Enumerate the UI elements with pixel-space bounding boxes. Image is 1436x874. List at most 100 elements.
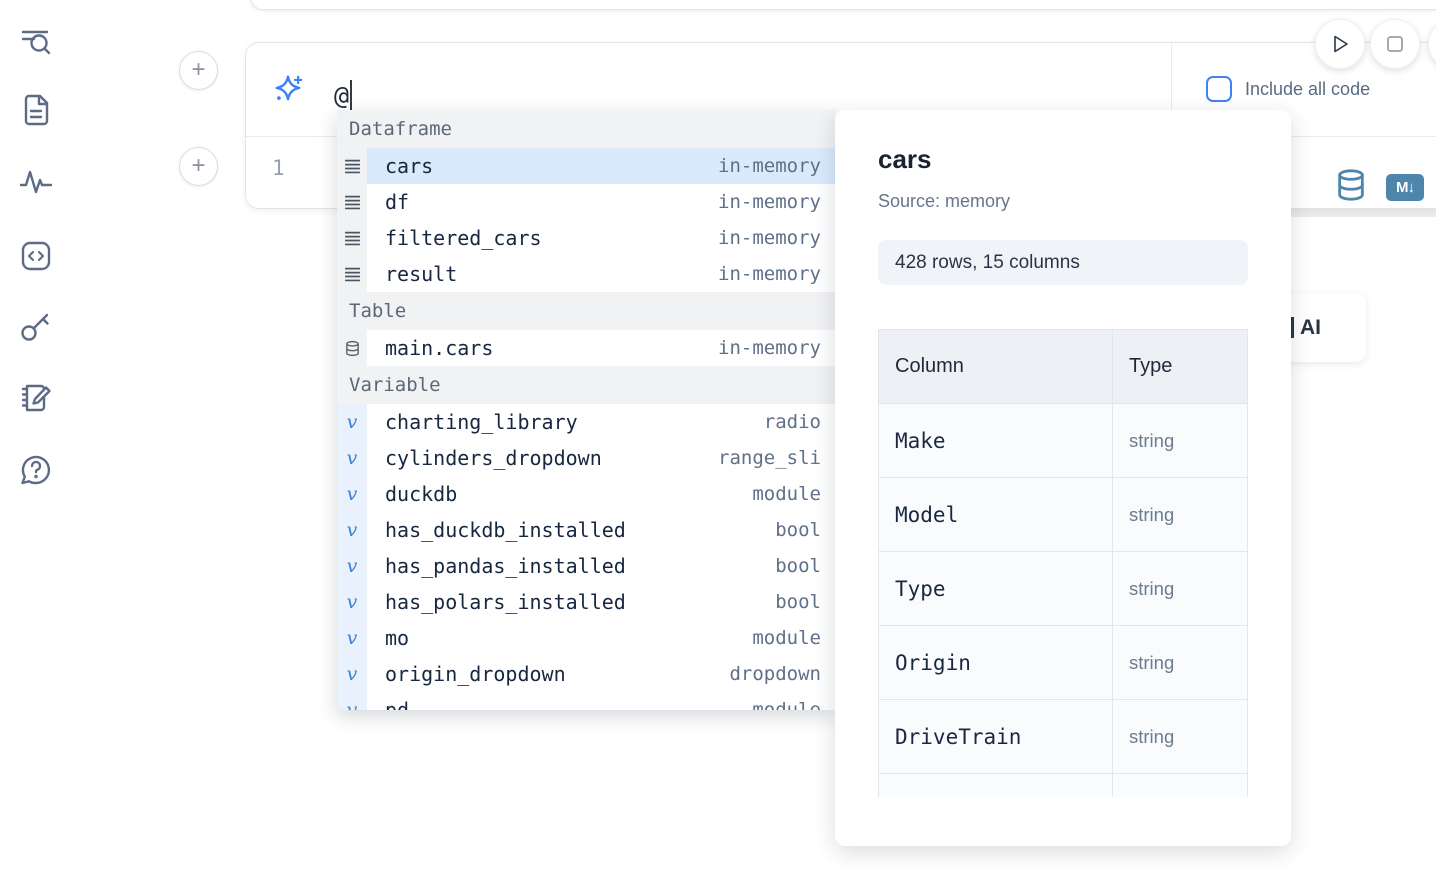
activity-icon[interactable] — [16, 162, 56, 202]
table-of-contents-search-icon[interactable] — [16, 22, 56, 62]
item-type: in-memory — [718, 227, 821, 249]
code-snippets-icon[interactable] — [16, 236, 56, 276]
schema-row-Make: Make string — [878, 403, 1248, 478]
autocomplete-item-has_polars_installed[interactable]: v has_polars_installed bool — [337, 584, 835, 620]
autocomplete-item-filtered_cars[interactable]: filtered_cars in-memory — [337, 220, 835, 256]
item-type: in-memory — [718, 191, 821, 213]
key-icon[interactable] — [16, 306, 56, 346]
dataframe-icon — [337, 220, 367, 256]
schema-header-column: Column — [878, 329, 1113, 404]
preview-source: Source: memory — [878, 191, 1011, 211]
variable-icon: v — [337, 440, 367, 476]
markdown-icon[interactable]: M↓ — [1386, 174, 1424, 201]
autocomplete-item-pd[interactable]: v pd module — [337, 692, 835, 710]
prompt-divider — [1171, 43, 1172, 136]
variable-icon: v — [337, 476, 367, 512]
item-type: module — [752, 483, 821, 505]
autocomplete-item-cylinders_dropdown[interactable]: v cylinders_dropdown range_sli — [337, 440, 835, 476]
schema-row-partial — [878, 773, 1248, 797]
item-name: mo — [385, 626, 410, 650]
previous-cell-bottom — [250, 0, 1436, 10]
item-name: has_polars_installed — [385, 590, 626, 614]
schema-header-type: Type — [1112, 329, 1248, 404]
column-name: DriveTrain — [895, 724, 1022, 749]
table-icon — [337, 330, 367, 366]
clipped-letter-fragment — [1290, 317, 1294, 338]
item-name: has_pandas_installed — [385, 554, 626, 578]
item-name: main.cars — [385, 336, 494, 360]
column-type: string — [1129, 429, 1175, 451]
autocomplete-item-df[interactable]: df in-memory — [337, 184, 835, 220]
shape-badge: 428 rows, 15 columns — [878, 240, 1248, 285]
line-number: 1 — [272, 156, 285, 180]
item-name: df — [385, 190, 410, 214]
item-name: origin_dropdown — [385, 662, 566, 686]
variable-icon: v — [337, 692, 367, 710]
item-name: result — [385, 262, 458, 286]
run-cell-button[interactable] — [1315, 19, 1365, 69]
item-type: in-memory — [718, 155, 821, 177]
item-name: charting_library — [385, 410, 578, 434]
autocomplete-item-main.cars[interactable]: main.cars in-memory — [337, 330, 835, 366]
autocomplete-item-cars[interactable]: cars in-memory — [337, 148, 835, 184]
variable-icon: v — [337, 404, 367, 440]
add-cell-above-button[interactable]: + — [179, 51, 218, 90]
item-name: cylinders_dropdown — [385, 446, 602, 470]
variable-icon: v — [337, 548, 367, 584]
ai-card-label: AI — [1300, 315, 1321, 339]
item-type: bool — [775, 591, 821, 613]
variable-icon: v — [337, 584, 367, 620]
prompt-value: @ — [334, 80, 350, 110]
column-type: string — [1129, 651, 1175, 673]
cell-output-strip — [1240, 206, 1436, 217]
item-name: duckdb — [385, 482, 458, 506]
help-chat-icon[interactable] — [16, 450, 56, 490]
column-type: string — [1129, 503, 1175, 525]
dataframe-preview-panel: cars Source: memory 428 rows, 15 columns… — [835, 110, 1291, 846]
item-name: cars — [385, 154, 434, 178]
include-all-code-label: Include all code — [1245, 78, 1371, 99]
text-cursor — [350, 79, 353, 111]
schema-row-Model: Model string — [878, 477, 1248, 552]
stop-button[interactable] — [1370, 19, 1420, 69]
item-type: range_sli — [718, 447, 821, 469]
autocomplete-item-result[interactable]: result in-memory — [337, 256, 835, 292]
item-type: in-memory — [718, 337, 821, 359]
preview-title: cars — [878, 144, 932, 174]
item-type: dropdown — [729, 663, 821, 685]
autocomplete-item-has_pandas_installed[interactable]: v has_pandas_installed bool — [337, 548, 835, 584]
item-name: pd — [385, 698, 410, 710]
column-name: Make — [895, 428, 946, 453]
autocomplete-section-variable: Variable — [337, 366, 835, 404]
autocomplete-item-origin_dropdown[interactable]: v origin_dropdown dropdown — [337, 656, 835, 692]
schema-row-DriveTrain: DriveTrain string — [878, 699, 1248, 774]
dataframe-icon — [337, 148, 367, 184]
include-all-code-checkbox[interactable] — [1206, 76, 1232, 102]
add-cell-below-button[interactable]: + — [179, 147, 218, 186]
column-type: string — [1129, 725, 1175, 747]
scratchpad-icon[interactable] — [16, 378, 56, 418]
ai-prompt-input[interactable]: @ — [334, 77, 353, 113]
variable-icon: v — [337, 620, 367, 656]
item-type: module — [752, 627, 821, 649]
column-name: Model — [895, 502, 959, 527]
item-type: in-memory — [718, 263, 821, 285]
ai-sparkle-icon — [275, 75, 303, 101]
database-icon[interactable] — [1334, 168, 1368, 207]
autocomplete-section-table: Table — [337, 292, 835, 330]
column-type: string — [1129, 577, 1175, 599]
dataframe-icon — [337, 184, 367, 220]
variable-icon: v — [337, 656, 367, 692]
item-type: bool — [775, 555, 821, 577]
item-type: module — [752, 699, 821, 710]
autocomplete-section-dataframe: Dataframe — [337, 110, 835, 148]
document-icon[interactable] — [16, 90, 56, 130]
item-name: filtered_cars — [385, 226, 542, 250]
